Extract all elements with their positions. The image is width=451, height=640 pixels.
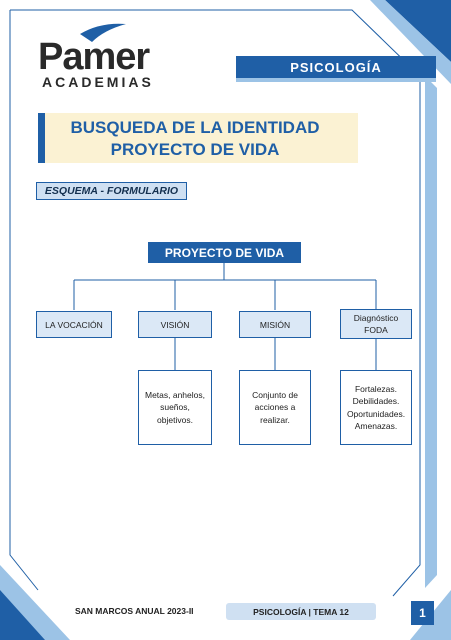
diagram-leaf-foda: Fortalezas. Debilidades. Oportunidades. … [340,370,412,445]
frame-line-left [9,10,39,591]
page-number: 1 [411,601,434,625]
section-label: ESQUEMA - FORMULARIO [36,182,187,200]
subject-banner-underline [236,78,436,82]
logo-wordmark: Pamer [38,36,150,78]
diagram-leaf-mision: Conjunto de acciones a realizar. [239,370,311,445]
title-line-1: BUSQUEDA DE LA IDENTIDAD [70,118,320,137]
subject-banner: PSICOLOGÍA [236,56,436,78]
logo-swoosh-icon [80,23,126,42]
diagram-node-vocacion: LA VOCACIÓN [36,311,112,338]
title-box: BUSQUEDA DE LA IDENTIDAD PROYECTO DE VID… [38,113,358,163]
corner-decoration-bottom-left-dark [0,590,45,640]
footer-topic: PSICOLOGÍA | TEMA 12 [226,603,376,620]
diagram-node-vision: VISIÓN [138,311,212,338]
footer-course: SAN MARCOS ANUAL 2023-II [75,606,194,616]
side-band-right [425,76,437,588]
diagram-node-foda: Diagnóstico FODA [340,309,412,339]
diagram-root-node: PROYECTO DE VIDA [148,242,301,263]
title-line-2: PROYECTO DE VIDA [110,140,280,159]
diagram-connectors [73,263,377,370]
diagram-node-mision: MISIÓN [239,311,311,338]
logo-subtitle: ACADEMIAS [42,74,154,90]
frame-line-top [10,9,421,597]
diagram-leaf-vision: Metas, anhelos, sueños, objetivos. [138,370,212,445]
